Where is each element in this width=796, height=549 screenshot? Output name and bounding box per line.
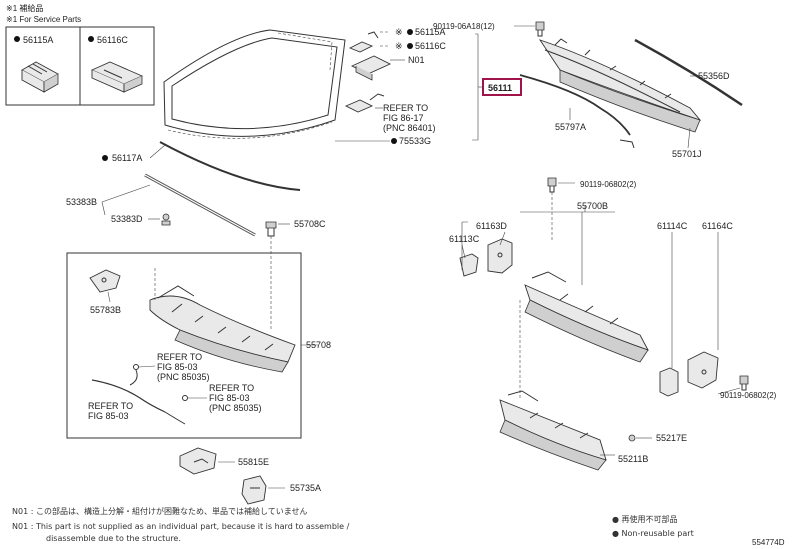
label-N01: N01 xyxy=(408,55,425,65)
legend-line-jp: ※1 補給品 xyxy=(6,3,43,13)
bracket-61164C xyxy=(687,351,719,389)
legend-line-en: ※1 For Service Parts xyxy=(6,15,81,24)
label-55356D: 55356D xyxy=(698,71,730,81)
label-61114C: 61114C xyxy=(657,221,688,231)
cowl-lower-panel-55211B xyxy=(499,390,607,471)
label-refer-85-03-a-line3: (PNC 85035) xyxy=(157,372,210,382)
clip-55217E xyxy=(628,434,636,442)
label-55735A: 55735A xyxy=(290,483,321,493)
note-n01-en: N01 : This part is not supplied as an in… xyxy=(12,522,350,531)
label-55797A: 55797A xyxy=(555,122,586,132)
cowl-top-panel-upper xyxy=(538,38,702,133)
label-55217E: 55217E xyxy=(656,433,687,443)
washer-hose-left xyxy=(91,364,188,425)
label-refer-85-03-b-line1: REFER TO xyxy=(209,383,254,393)
cowl-seal-55797A xyxy=(519,74,635,149)
label-56111: 56111 xyxy=(488,83,512,93)
note-n01-en-line2: disassemble due to the structure. xyxy=(46,534,181,543)
bolt-90119-06A18 xyxy=(535,21,545,37)
bracket-55815E xyxy=(179,447,217,475)
bolt-90119-06802-lower xyxy=(739,375,749,391)
label-refer-85-03-b-line2: FIG 85-03 xyxy=(209,393,250,403)
cowl-top-ventilator-55708 xyxy=(149,268,296,373)
label-53383B: 53383B xyxy=(66,197,97,207)
wiper-cowl-assembly-box xyxy=(66,252,302,439)
label-56116C-star: ※ xyxy=(395,41,403,51)
label-refer-86-17-line3: (PNC 86401) xyxy=(383,123,436,133)
bracket-55783B xyxy=(89,269,121,293)
cowl-panel-55700B xyxy=(524,271,649,363)
clip-56116C-icon xyxy=(90,61,144,93)
label-90119-06802-lower: 90119-06802(2) xyxy=(720,391,777,400)
hood-seal-55356D xyxy=(634,38,743,107)
label-55708: 55708 xyxy=(306,340,331,350)
windshield-lower-seal-53383B xyxy=(144,173,256,237)
legend-non-reusable-en: ● Non-reusable part xyxy=(612,529,694,538)
note-n01-jp: N01 : この部品は、構造上分解・組付けが困難なため、単品では補給していません xyxy=(12,506,307,516)
clip-53383D xyxy=(161,213,171,226)
label-55211B: 55211B xyxy=(618,454,648,464)
bracket-56115A xyxy=(348,31,379,53)
label-90119-06A18: 90119-06A18(12) xyxy=(433,22,495,31)
clip-56115A-icon xyxy=(21,61,59,93)
bolt-90119-06802-upper xyxy=(547,177,557,193)
label-56116C: 56116C xyxy=(415,41,446,51)
sensor-bracket xyxy=(344,93,385,113)
label-refer-85-03-c-line2: FIG 85-03 xyxy=(88,411,129,421)
label-75533G: 75533G xyxy=(399,136,431,146)
label-55783B: 55783B xyxy=(90,305,121,315)
label-53383D: 53383D xyxy=(111,214,143,224)
label-55700B: 55700B xyxy=(577,201,608,211)
label-55815E: 55815E xyxy=(238,457,269,467)
label-56115A: 56115A xyxy=(415,27,445,37)
legend-non-reusable-jp: ● 再使用不可部品 xyxy=(612,514,678,524)
bracket-56116C xyxy=(350,55,392,81)
label-55701J: 55701J xyxy=(672,149,702,159)
label-61164C: 61164C xyxy=(702,221,733,231)
label-55708C: 55708C xyxy=(294,219,326,229)
label-56117A: 56117A xyxy=(112,153,142,163)
label-61163D: 61163D xyxy=(476,221,507,231)
label-90119-06802-upper: 90119-06802(2) xyxy=(580,180,637,189)
label-56115A-star: ※ xyxy=(395,27,403,37)
label-refer-85-03-a-line2: FIG 85-03 xyxy=(157,362,198,372)
label-refer-86-17-line1: REFER TO xyxy=(383,103,428,113)
label-refer-85-03-b-line3: (PNC 85035) xyxy=(209,403,262,413)
bracket-61113C xyxy=(459,253,479,277)
label-refer-85-03-c-line1: REFER TO xyxy=(88,401,133,411)
label-61113C: 61113C xyxy=(449,234,480,244)
label-refer-86-17-line2: FIG 86-17 xyxy=(383,113,424,123)
label-refer-85-03-a-line1: REFER TO xyxy=(157,352,202,362)
bracket-61114C xyxy=(659,367,679,397)
bracket-61163D xyxy=(487,238,513,274)
clip-55708C xyxy=(265,221,277,237)
windshield-glass xyxy=(163,29,346,139)
legend-box-label-56115A: 56115A xyxy=(23,35,53,45)
figure-number: 554774D xyxy=(752,538,785,547)
legend-box-label-56116C: 56116C xyxy=(97,35,128,45)
bracket-55735A xyxy=(241,475,267,505)
windshield-molding-56117A xyxy=(159,141,301,191)
service-parts-legend-box: 56115A 56116C xyxy=(5,26,155,106)
